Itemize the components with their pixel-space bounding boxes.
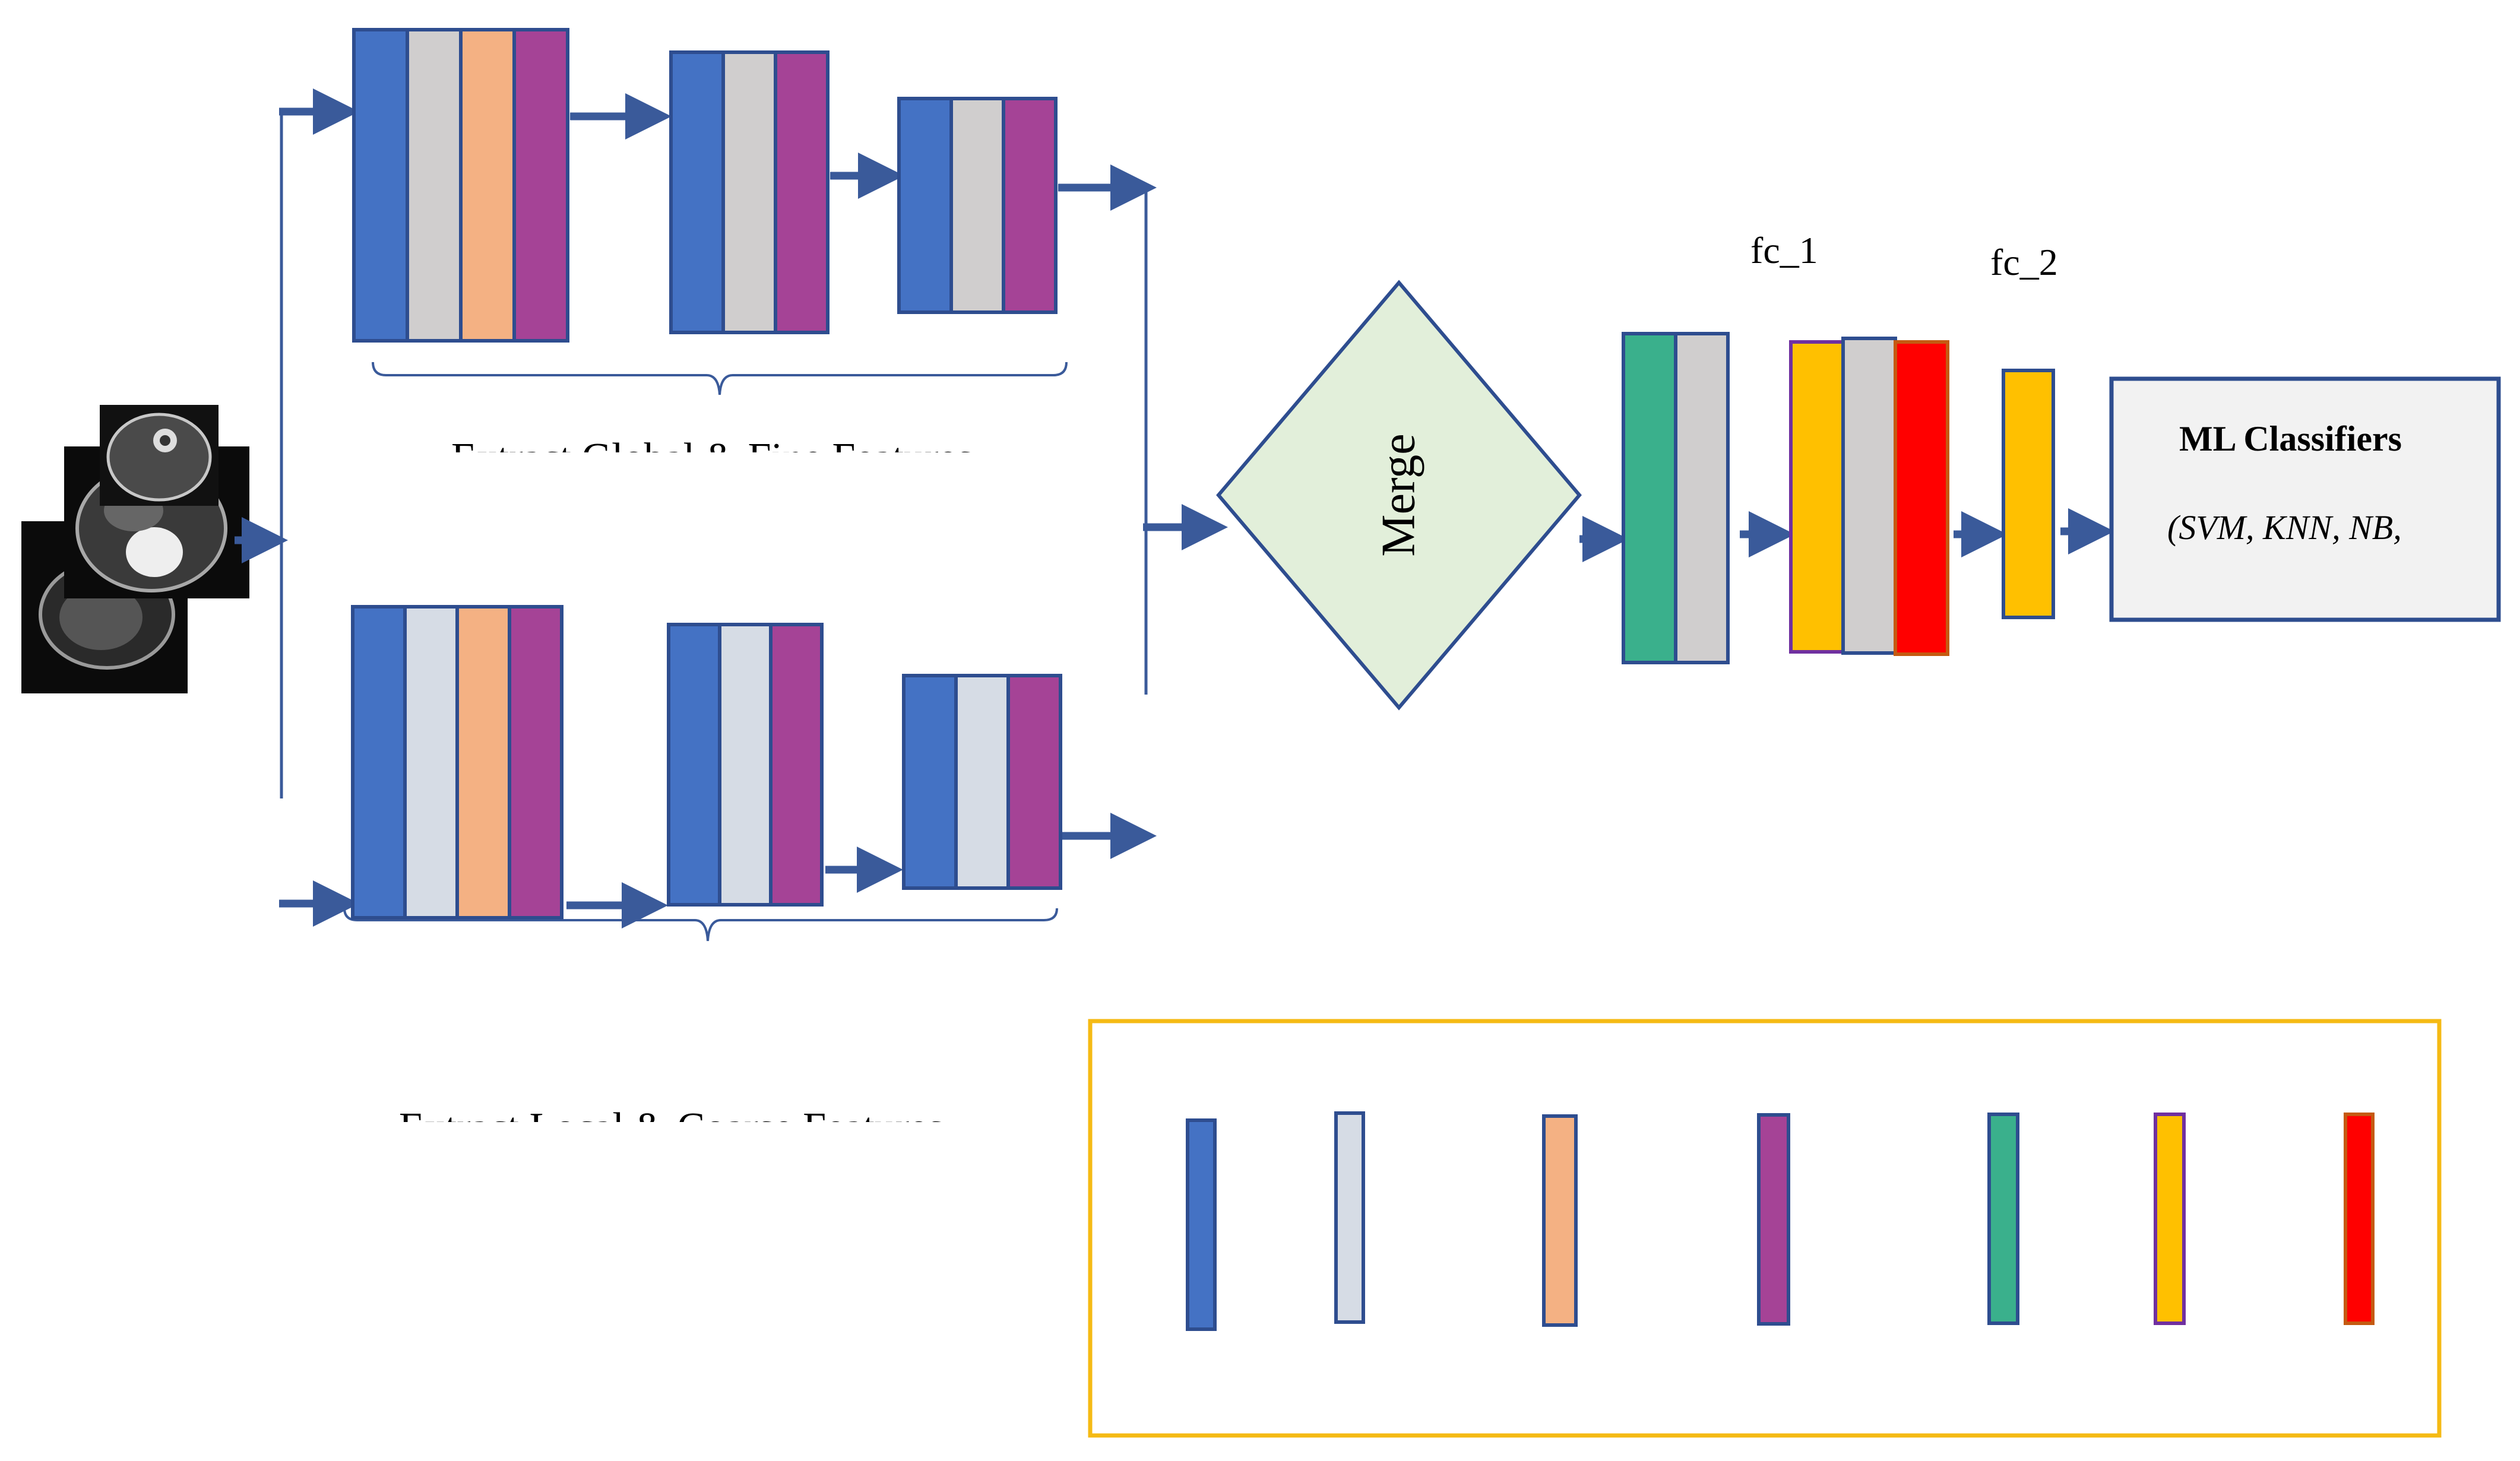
global-s2-blue-layer <box>669 50 725 334</box>
legend-swatch-teal <box>1987 1113 2019 1325</box>
local-stage-1 <box>351 605 563 920</box>
merge-diamond <box>1216 280 1582 711</box>
local-s3-blue-layer <box>902 674 958 890</box>
local-s3-purple-layer <box>1006 674 1062 890</box>
legend-swatches <box>1186 1111 2375 1331</box>
legend-swatch-yellow <box>2154 1113 2186 1325</box>
classifier-box <box>2109 376 2501 622</box>
merge-label: Merge <box>1372 433 1425 557</box>
local-branch-label: Extract Local & Coarse Features <box>399 1098 1022 1122</box>
local-s1-purple-layer <box>508 605 563 920</box>
global-stage-1 <box>352 28 569 343</box>
fc1-yellow-layer <box>1789 340 1845 654</box>
fc1-gray-layer <box>1841 337 1897 655</box>
legend-swatch-lightgray <box>1334 1111 1365 1324</box>
global-s2-gray-layer <box>721 50 777 334</box>
global-s3-gray-layer <box>949 97 1005 314</box>
global-s1-orange-layer <box>459 28 516 343</box>
global-s3-blue-layer <box>897 97 953 314</box>
local-s1-blue-layer <box>351 605 407 920</box>
fc1-block <box>1789 337 1949 656</box>
legend-box <box>1088 1019 2442 1438</box>
legend-swatch-purple <box>1757 1113 1790 1326</box>
brain-mri-stack-image <box>21 405 249 693</box>
global-branch-label: Extract Global & Fine Features <box>451 429 1075 452</box>
connector-lines <box>235 88 2114 928</box>
local-stage-2 <box>667 623 824 907</box>
fc1-label: fc_1 <box>1750 229 1818 271</box>
merged-teal-layer <box>1622 332 1677 664</box>
local-s1-lightgray-layer <box>403 605 459 920</box>
fc2-yellow-layer <box>2002 369 2055 619</box>
fc2-label: fc_2 <box>1990 241 2058 283</box>
classifier-list: (SVM, KNN, NB, <box>2167 508 2402 547</box>
global-brace <box>372 362 1068 395</box>
legend-swatch-blue <box>1186 1118 1217 1331</box>
legend-swatch-red <box>2344 1113 2375 1325</box>
global-s1-blue-layer <box>352 28 409 343</box>
fc1-red-layer <box>1894 340 1949 656</box>
classifier-title: ML Classifiers <box>2179 419 2402 458</box>
global-stage-3 <box>897 97 1058 314</box>
global-s3-purple-layer <box>1002 97 1058 314</box>
legend-swatch-orange <box>1542 1114 1578 1327</box>
global-stage-2 <box>669 50 830 334</box>
local-s2-purple-layer <box>769 623 824 907</box>
local-s2-blue-layer <box>667 623 721 907</box>
merged-gray-layer <box>1674 332 1730 664</box>
local-s2-lightgray-layer <box>718 623 773 907</box>
global-s2-purple-layer <box>774 50 830 334</box>
global-s1-gray-layer <box>406 28 463 343</box>
local-stage-3 <box>902 674 1062 890</box>
merged-feature-block <box>1622 332 1730 664</box>
local-s1-orange-layer <box>455 605 511 920</box>
local-s3-lightgray-layer <box>954 674 1010 890</box>
global-s1-purple-layer <box>512 28 569 343</box>
